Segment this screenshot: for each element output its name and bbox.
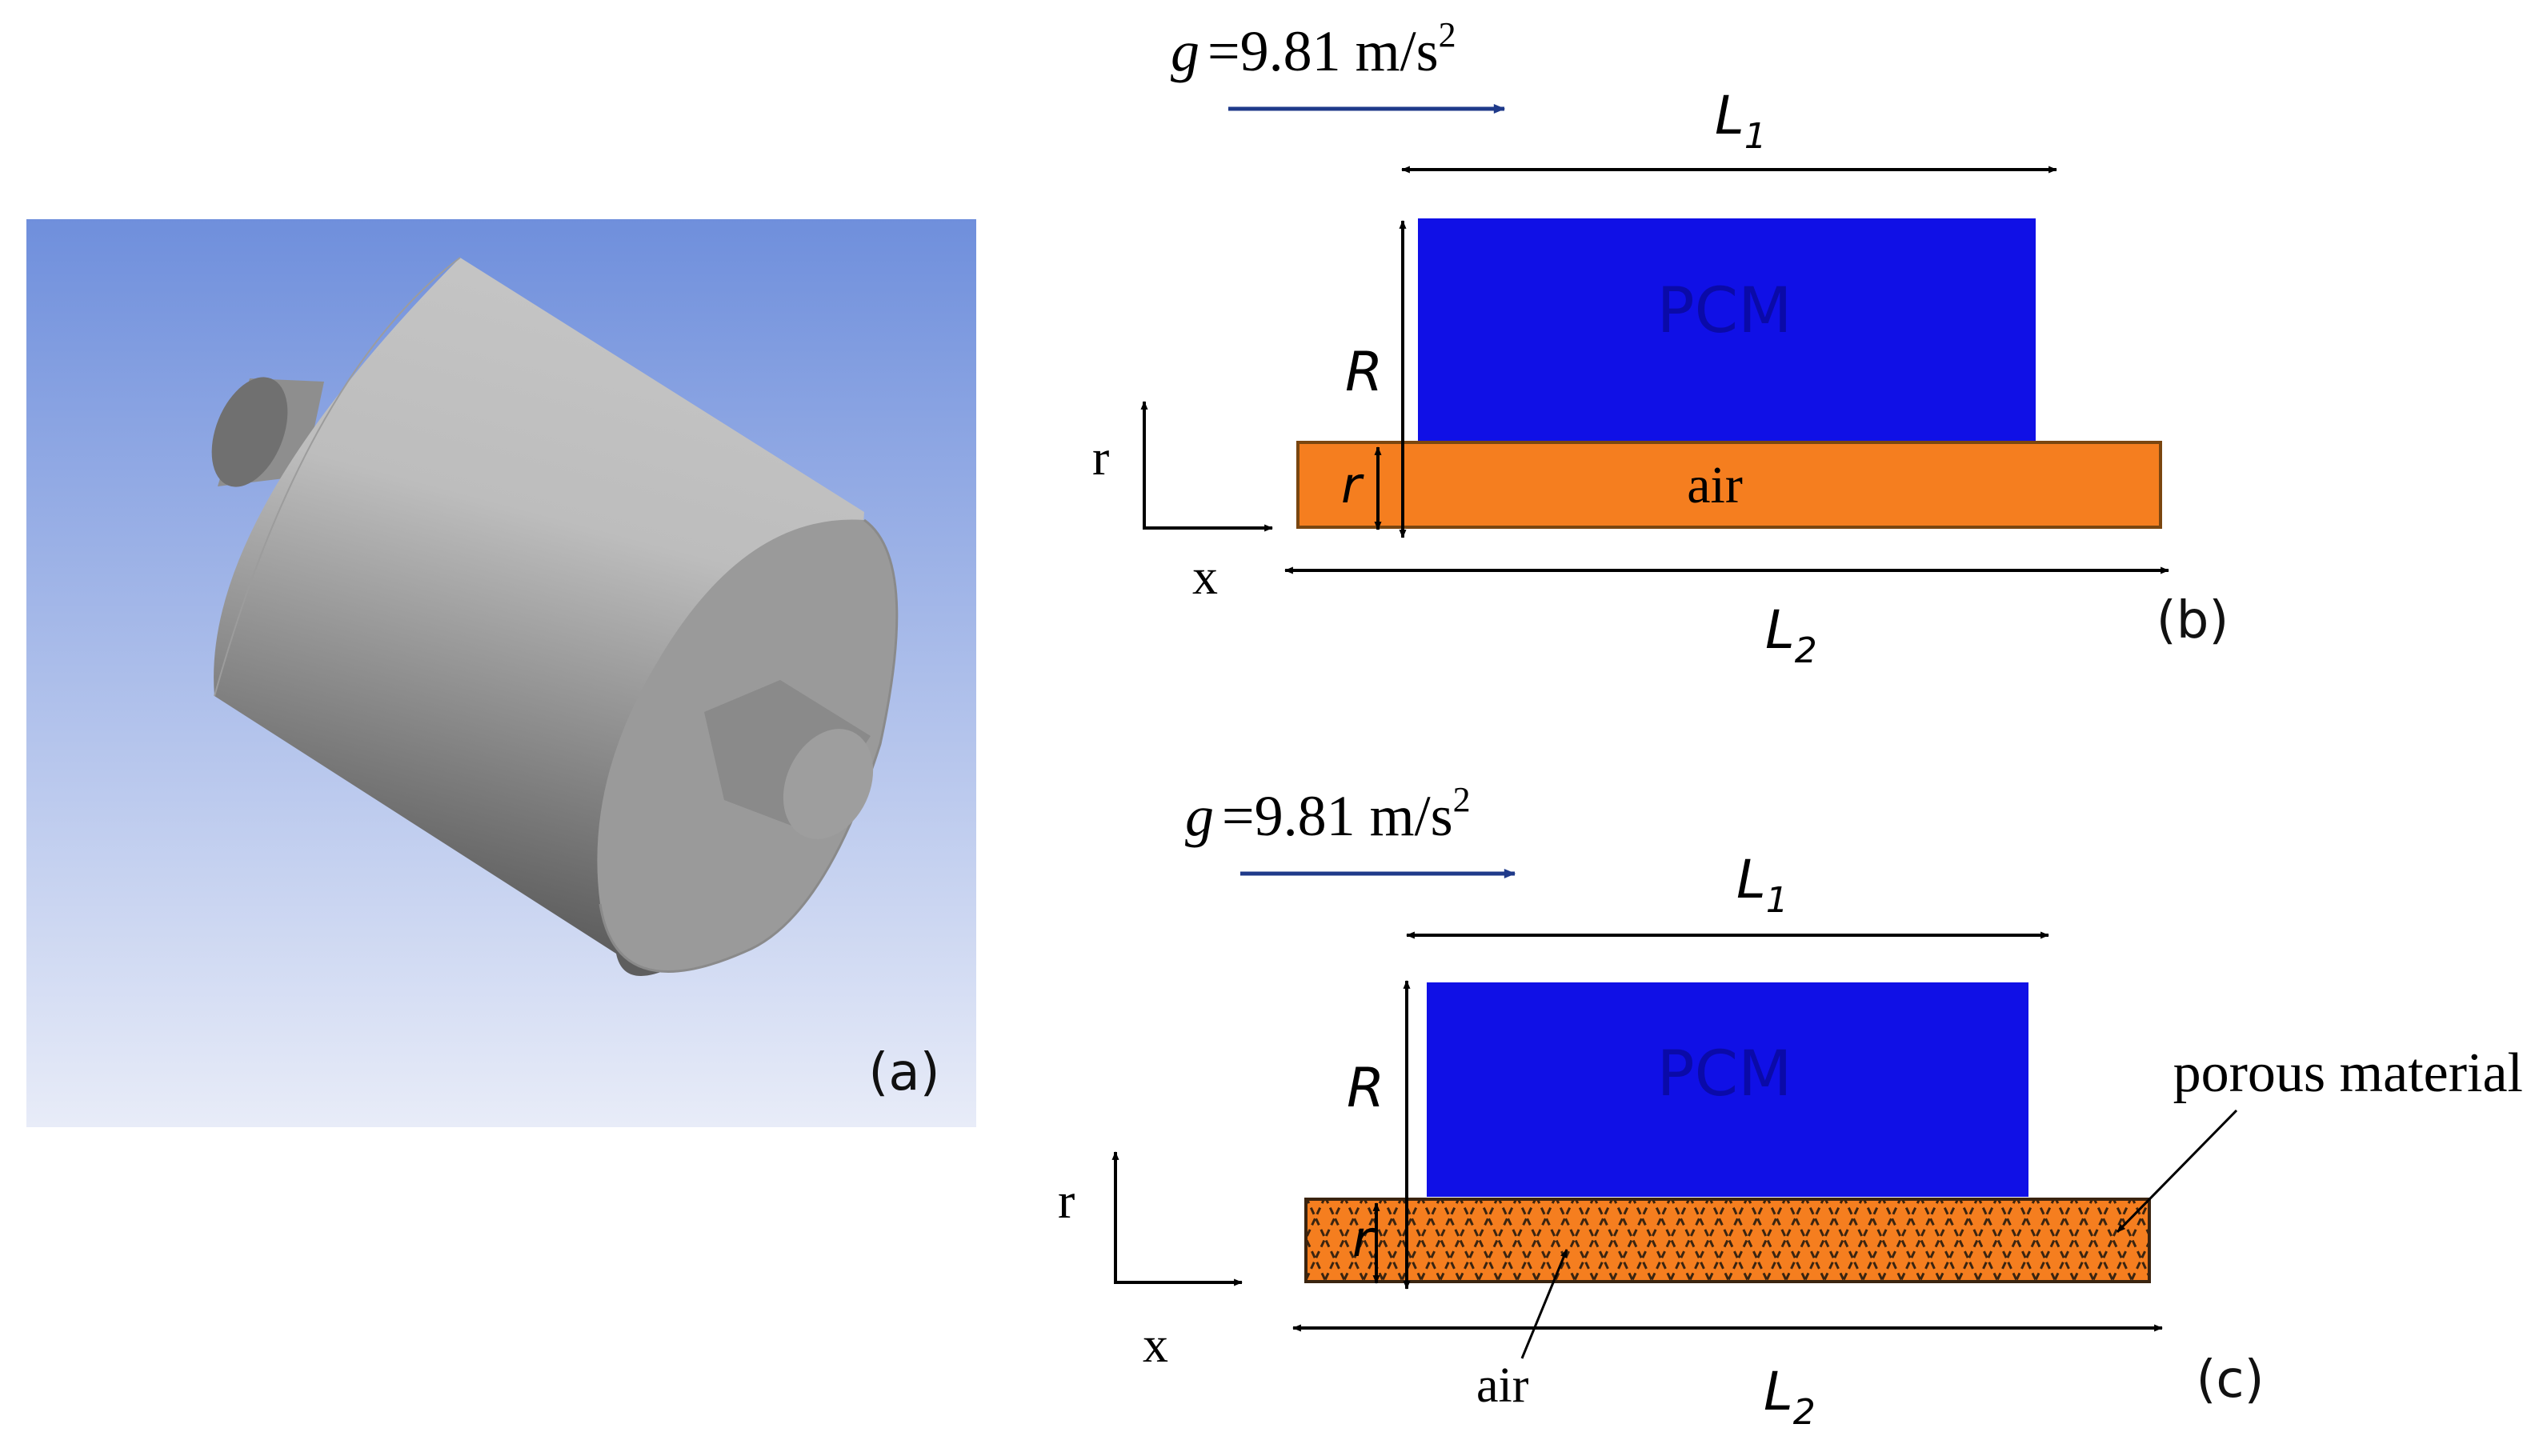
l1-label-b: L1 [1715, 85, 1767, 157]
r-inner-label-b: r [1341, 456, 1364, 514]
panel-a: (a) [26, 219, 976, 1127]
panel-c-tag: (c) [2196, 1350, 2264, 1410]
r-outer-label-c: R [1347, 1057, 1384, 1120]
front-shaft [704, 680, 874, 839]
porous-pointer-c [2116, 1109, 2238, 1234]
pcm-label-b: PCM [1657, 275, 1792, 347]
porous-label-c: porous material [2173, 1042, 2523, 1104]
air-label-b: air [1687, 456, 1743, 514]
l1-label-c: L1 [1736, 849, 1788, 921]
gravity-label-b: g=9.81 m/s2 [1171, 15, 1456, 83]
panel-b: g=9.81 m/s2 L1 PCM air R r r x L2 (b) [1092, 15, 2229, 671]
panel-b-tag: (b) [2157, 591, 2229, 650]
axis-r-label-b: r [1092, 429, 1109, 486]
pcm-label-c: PCM [1657, 1038, 1792, 1110]
air-pointer-c [1520, 1249, 1568, 1359]
gravity-label-c: g=9.81 m/s2 [1185, 780, 1471, 848]
panel-a-tag: (a) [868, 1043, 939, 1102]
r-inner-label-c: r [1352, 1210, 1376, 1268]
pcm-block-b [1418, 218, 2036, 441]
air-channel-b [1296, 441, 2162, 529]
gravity-value: =9.81 m/s [1207, 19, 1439, 83]
r-outer-label-b: R [1345, 341, 1383, 404]
axis-r-label-c: r [1058, 1172, 1075, 1229]
gravity-exponent: 2 [1439, 15, 1456, 54]
gravity-symbol: g [1171, 19, 1199, 83]
porous-channel-c [1304, 1198, 2151, 1283]
pcm-block-c [1427, 982, 2028, 1197]
axis-x-label-b: x [1192, 548, 1218, 605]
panel-c: g=9.81 m/s2 L1 PCM R r r x L2 air [1058, 780, 2523, 1433]
l2-label-c: L2 [1764, 1361, 1816, 1433]
air-label-c: air [1476, 1358, 1529, 1413]
axis-x-label-c: x [1143, 1316, 1168, 1373]
l2-label-b: L2 [1765, 599, 1817, 671]
